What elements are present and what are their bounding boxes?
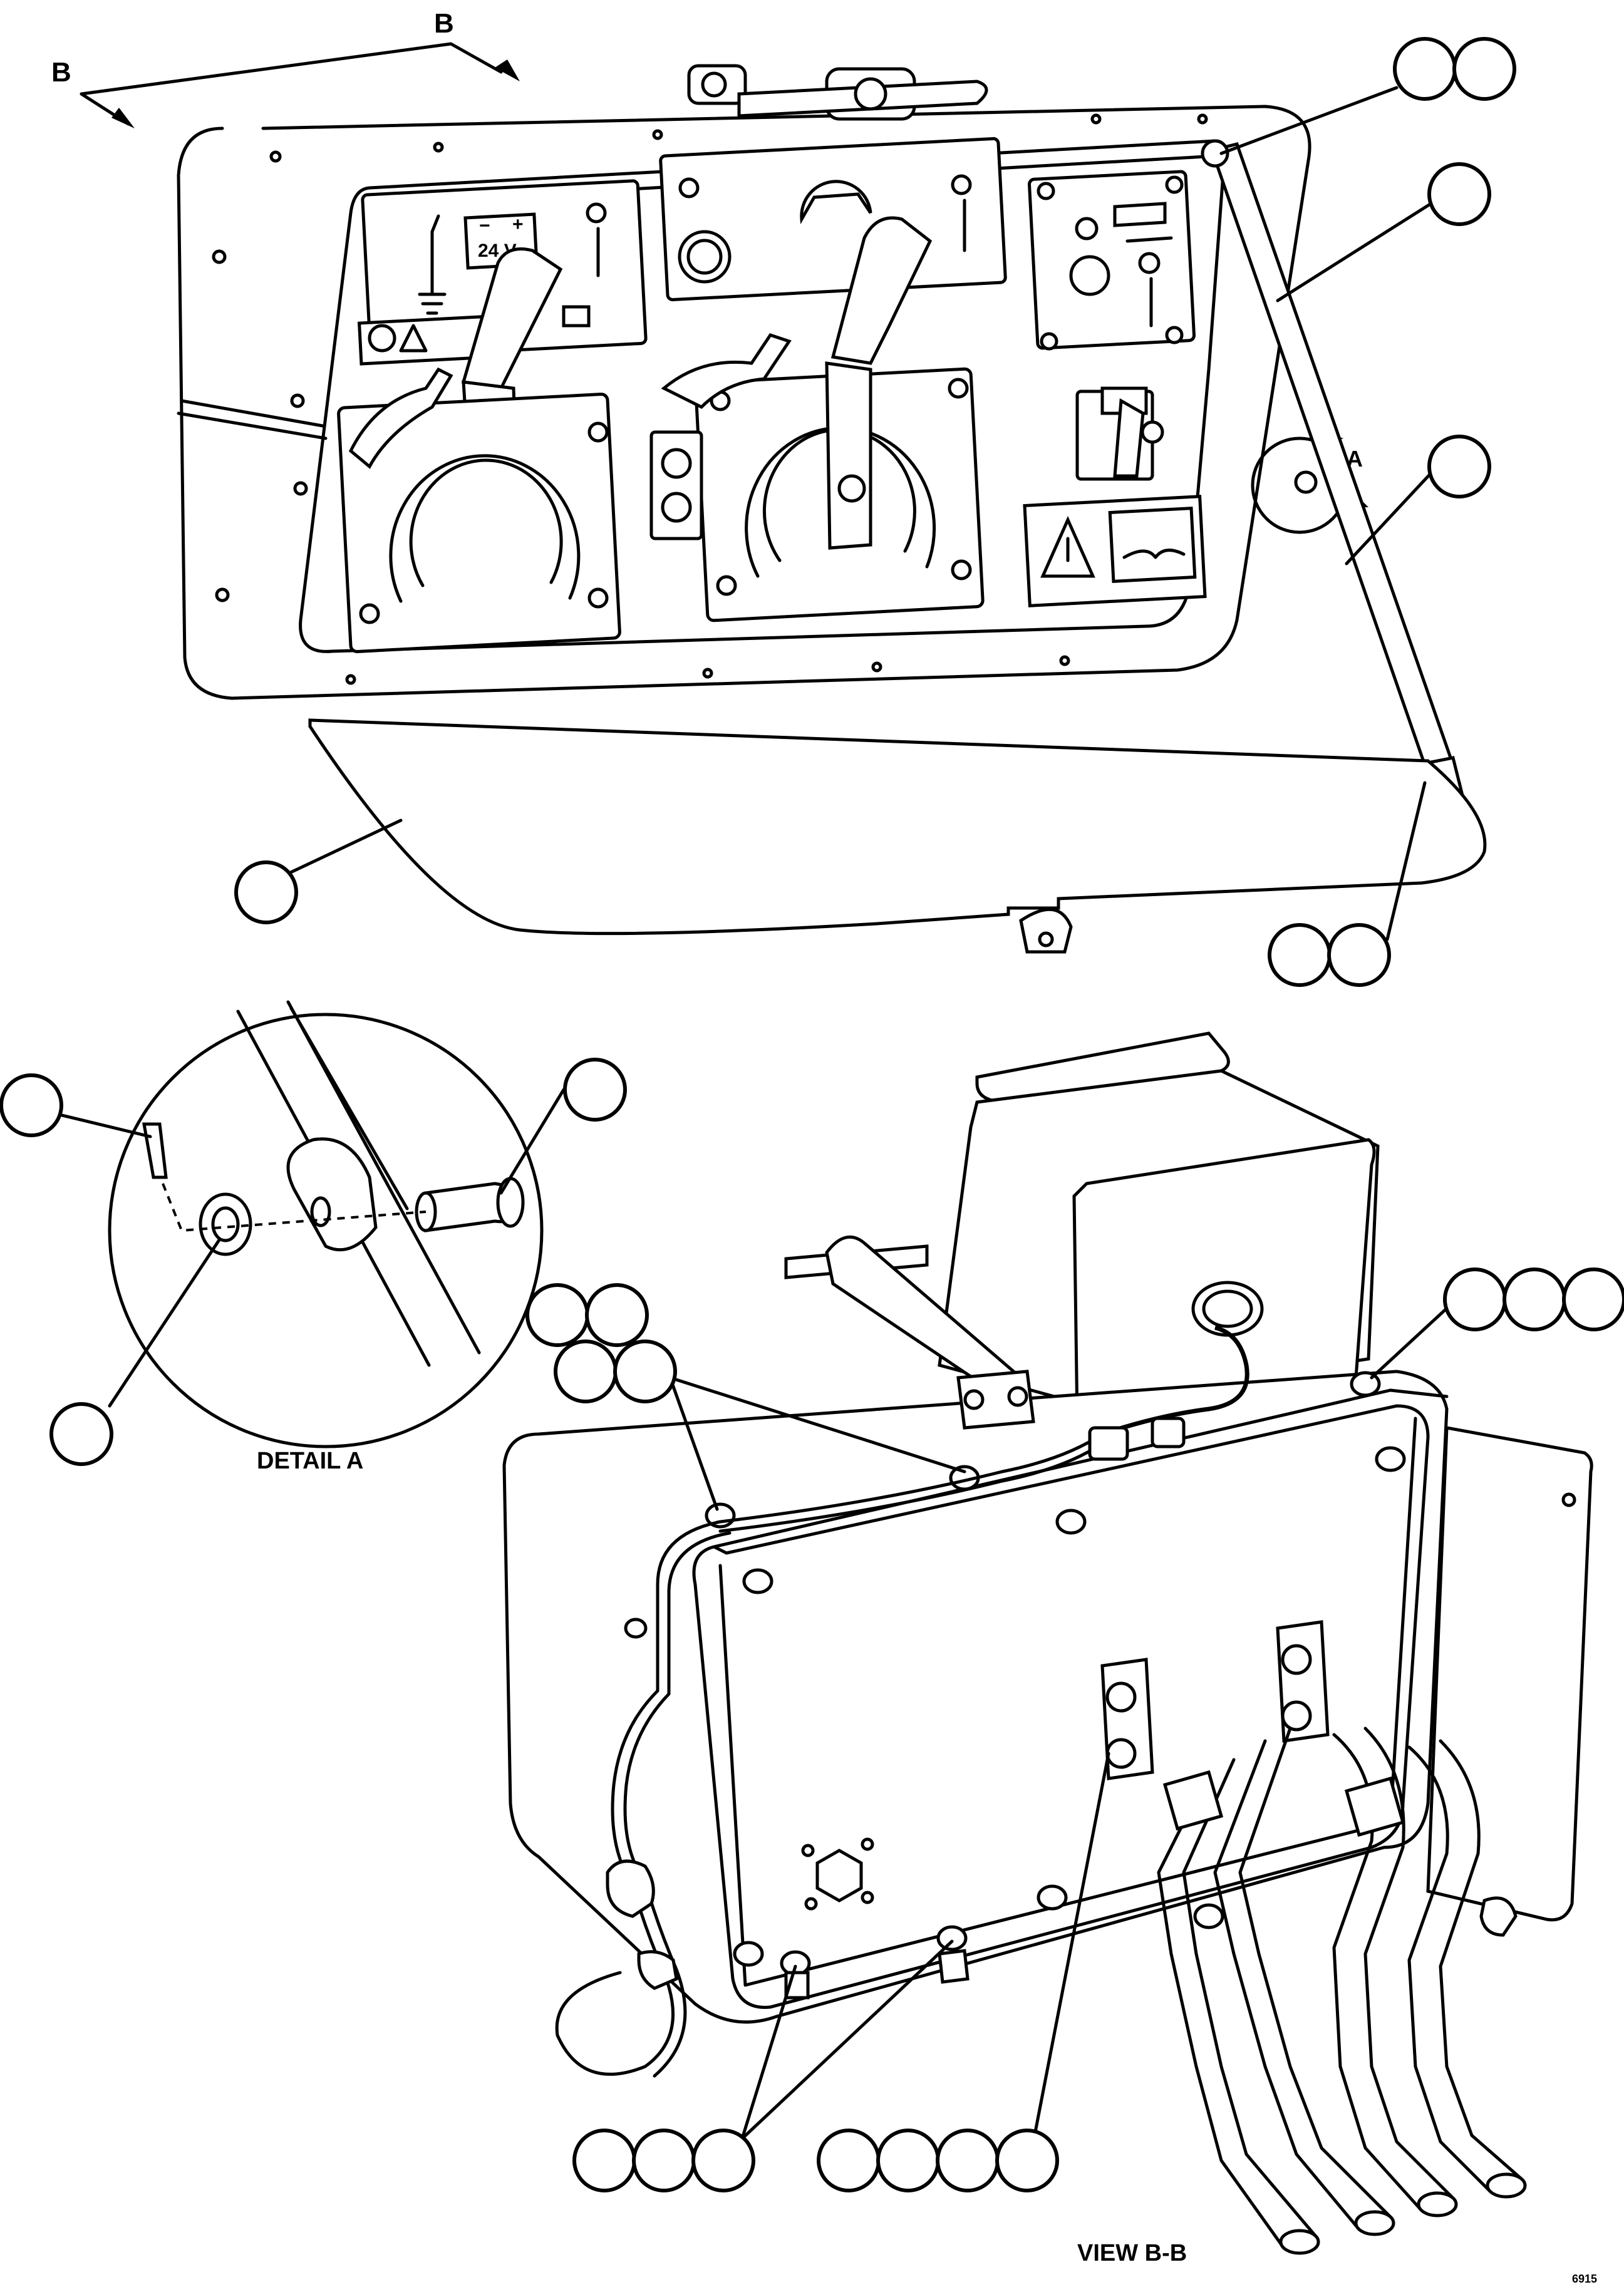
callout	[876, 2129, 940, 2192]
callout	[572, 2129, 636, 2192]
figure-id: 6915	[1572, 2273, 1597, 2285]
cable-bundle	[1157, 1727, 1527, 2255]
section-arrows: B B	[51, 8, 520, 128]
callout	[1452, 37, 1516, 101]
detail-a-caption: DETAIL A	[257, 1448, 363, 1474]
callout	[632, 2129, 696, 2192]
callout	[554, 1340, 618, 1403]
control-box-front: 24 V − +	[177, 64, 1487, 954]
callout	[585, 1283, 649, 1347]
rear-view-b-b: VIEW B-B 6915	[502, 1031, 1597, 2285]
callout	[1502, 1267, 1566, 1331]
callout	[1327, 923, 1391, 987]
callout	[1443, 1267, 1507, 1331]
section-letter-right: B	[434, 8, 454, 39]
callout	[995, 2129, 1059, 2192]
detail-a-view: DETAIL A	[58, 1000, 566, 1474]
callout	[817, 2129, 881, 2192]
access-door	[308, 718, 1487, 954]
callout	[563, 1058, 627, 1122]
callout	[525, 1283, 589, 1347]
direction-plate	[1028, 170, 1196, 351]
callout	[613, 1340, 677, 1403]
warning-decal-plate	[1023, 386, 1207, 607]
upper-leader-lines	[286, 86, 1436, 941]
callout	[1268, 923, 1332, 987]
battery-plus-label: +	[512, 214, 524, 235]
key-switch-plate	[659, 137, 1007, 302]
callout	[936, 2129, 1000, 2192]
top-handle	[687, 64, 988, 121]
view-b-b-caption: VIEW B-B	[1077, 2240, 1187, 2266]
callout	[49, 1402, 113, 1466]
callout	[0, 1073, 63, 1137]
callout-balloons	[0, 37, 1624, 2192]
section-letter-left: B	[51, 57, 71, 88]
callout	[1393, 37, 1457, 101]
callout	[1562, 1267, 1624, 1331]
callout	[691, 2129, 755, 2192]
callout	[234, 860, 298, 924]
center-rotary-plate	[649, 216, 985, 622]
callout	[1427, 162, 1491, 226]
battery-minus-label: −	[479, 215, 490, 236]
callout	[1427, 435, 1491, 498]
left-rotary-plate	[337, 367, 621, 653]
